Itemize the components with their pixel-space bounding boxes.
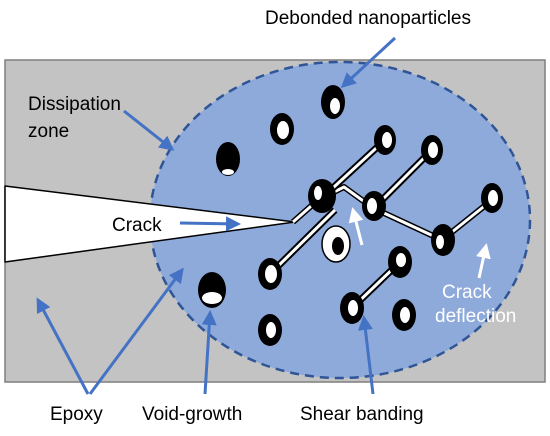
- particle: [481, 183, 503, 213]
- crack-wedge: [4, 185, 296, 263]
- label-zone: zone: [28, 121, 69, 142]
- crack-arrow: [179, 216, 241, 232]
- epoxy-arrow-right: [88, 267, 184, 395]
- particle: [216, 142, 240, 176]
- particle: [340, 292, 364, 324]
- particle: [258, 258, 282, 290]
- particle-void-growth: [198, 272, 226, 308]
- label-crack-deflection-2: deflection: [435, 306, 516, 327]
- dissipation-arrow: [123, 109, 175, 151]
- debonded-arrow: [340, 36, 397, 89]
- void-growth-arrow: [201, 310, 217, 395]
- label-epoxy: Epoxy: [50, 404, 103, 425]
- particle: [374, 125, 396, 155]
- particle: [270, 113, 294, 145]
- shear-banding-arrow: [357, 315, 375, 395]
- nanoparticles: [198, 85, 503, 346]
- label-void-growth: Void-growth: [142, 404, 242, 425]
- particle: [421, 135, 443, 165]
- epoxy-arrow-left: [36, 297, 90, 395]
- label-crack: Crack: [112, 215, 162, 236]
- label-shear-banding: Shear banding: [300, 404, 424, 425]
- crack-deflection-arrow: [476, 243, 491, 279]
- particle: [388, 246, 412, 278]
- particle: [392, 299, 416, 331]
- particle: [362, 191, 386, 221]
- label-crack-deflection-1: Crack: [442, 282, 492, 303]
- particle: [258, 314, 282, 346]
- particle: [431, 224, 455, 256]
- label-dissipation: Dissipation: [28, 94, 121, 115]
- crack-advance-arrow: [348, 207, 364, 246]
- particle: [321, 85, 345, 119]
- particle: [308, 179, 336, 213]
- particle: [321, 225, 351, 263]
- label-debonded-nanoparticles: Debonded nanoparticles: [265, 8, 471, 29]
